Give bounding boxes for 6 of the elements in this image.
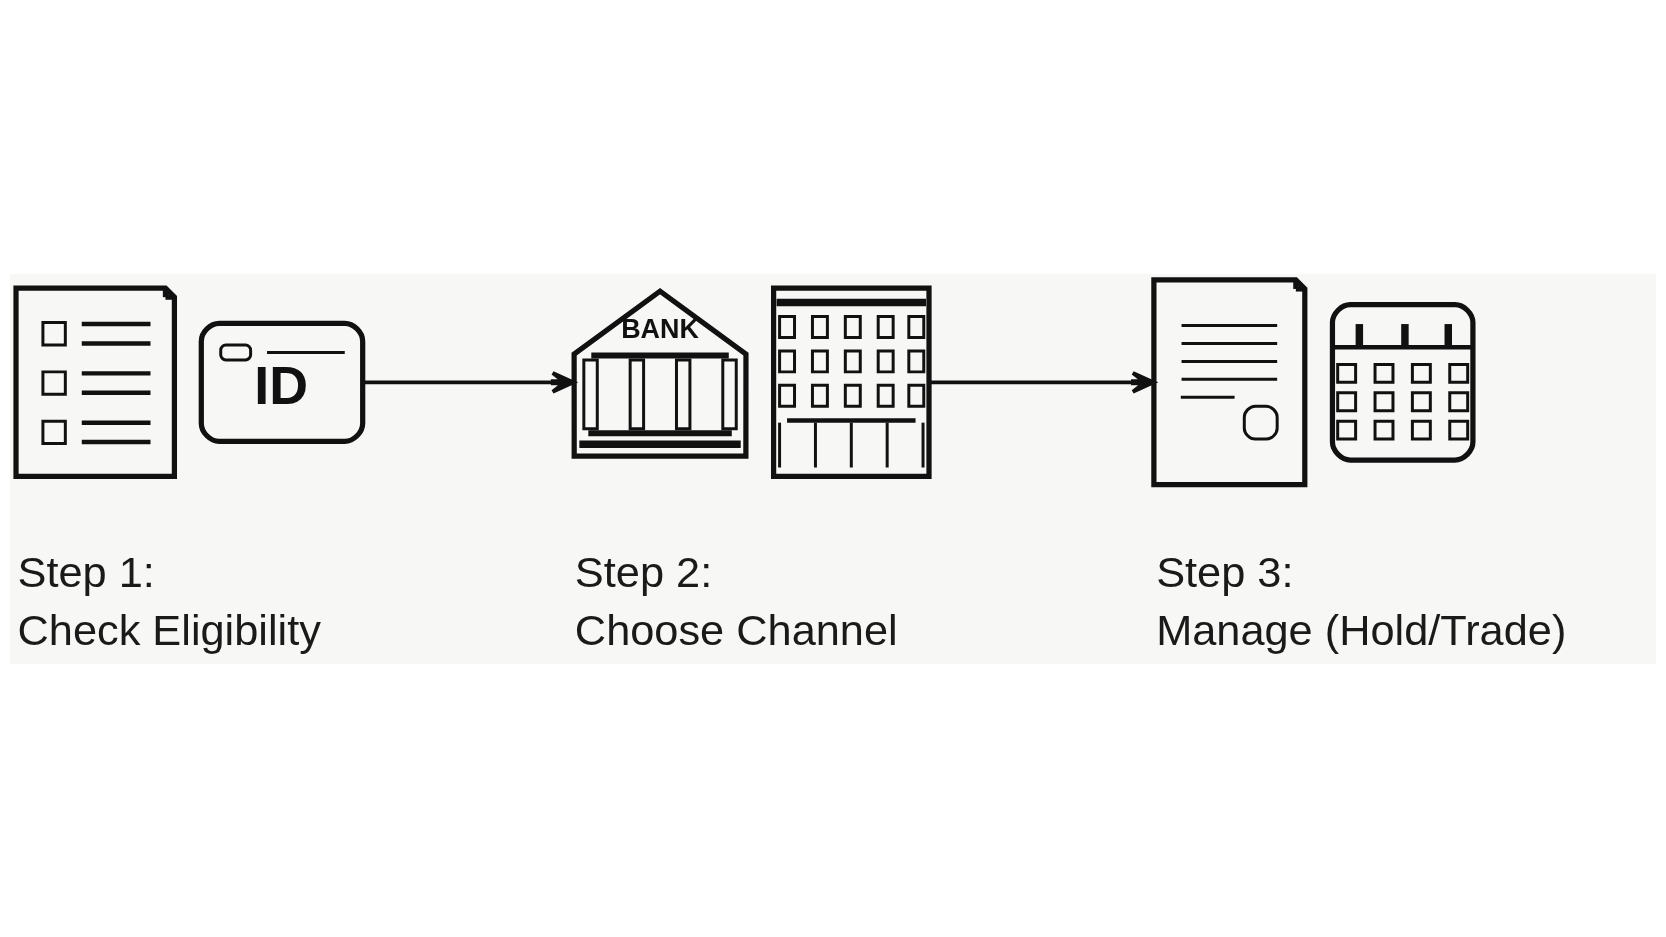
label: Manage (Hold/Trade) (1156, 605, 1567, 654)
label: Step 3: (1156, 547, 1294, 596)
label: Step 2: (574, 547, 713, 596)
label: Step 1: (17, 547, 155, 596)
label: Check Eligibility (17, 605, 321, 654)
label: Choose Channel (574, 605, 898, 654)
